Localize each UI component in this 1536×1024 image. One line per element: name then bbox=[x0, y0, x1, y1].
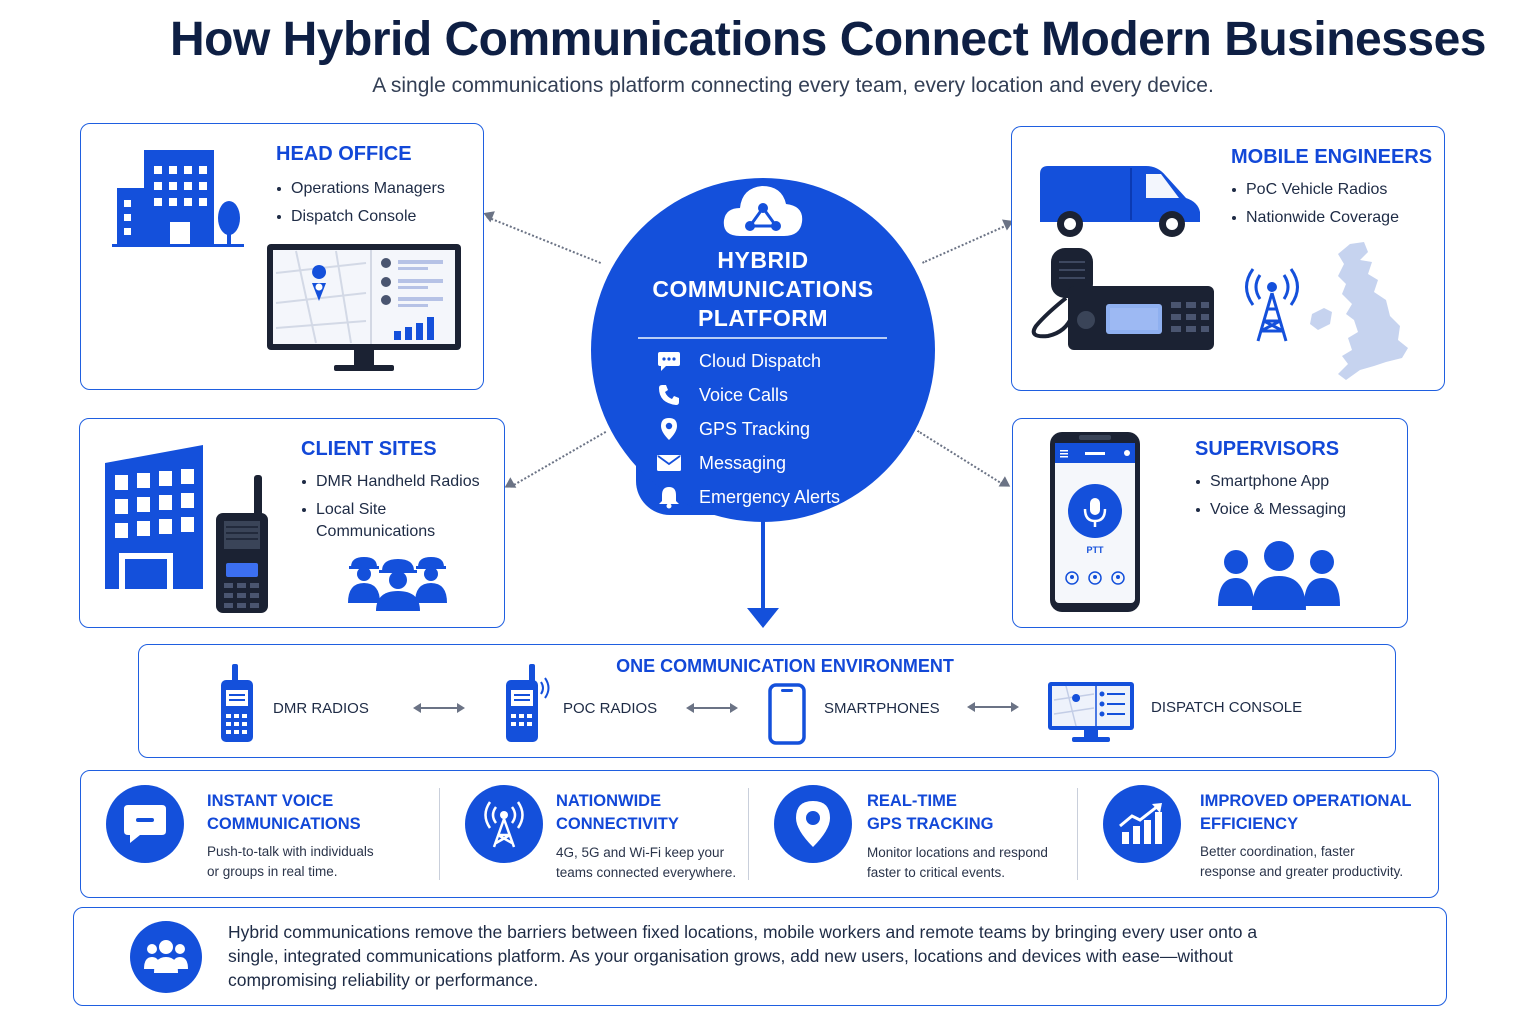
dmr-radio-icon bbox=[221, 664, 253, 742]
hub-divider bbox=[638, 337, 887, 339]
env-device-poc-radios: POC RADIOS bbox=[563, 700, 658, 717]
phone-icon bbox=[656, 382, 682, 408]
signal-tower-icon bbox=[1245, 268, 1299, 342]
team-people-icon bbox=[1218, 541, 1340, 610]
benefit-desc: Push-to-talk with individuals or groups … bbox=[207, 844, 374, 879]
benefit-desc: Better coordination, faster response and… bbox=[1200, 844, 1404, 879]
page-subtitle: A single communications platform connect… bbox=[372, 74, 1214, 97]
office-building-icon bbox=[112, 150, 244, 247]
benefit-divider bbox=[1077, 788, 1078, 880]
footer-description: Hybrid communications remove the barrier… bbox=[228, 922, 1258, 990]
benefit-divider bbox=[748, 788, 749, 880]
list-item: DMR Handheld Radios bbox=[300, 468, 496, 496]
benefit-title: NATIONWIDE CONNECTIVITY bbox=[556, 792, 679, 833]
environment-title: ONE COMMUNICATION ENVIRONMENT bbox=[616, 656, 954, 676]
list-item: PoC Vehicle Radios bbox=[1230, 176, 1399, 204]
speech-bubble-icon bbox=[106, 785, 184, 863]
dispatch-monitor-icon bbox=[267, 244, 461, 371]
connector-mobile-engineers bbox=[922, 221, 1015, 264]
head-office-title: HEAD OFFICE bbox=[276, 143, 412, 165]
list-item: Dispatch Console bbox=[275, 203, 445, 231]
van-icon bbox=[1040, 166, 1200, 237]
supervisors-list: Smartphone App Voice & Messaging bbox=[1194, 468, 1346, 524]
benefit-desc: 4G, 5G and Wi-Fi keep your teams connect… bbox=[556, 845, 737, 880]
benefit-title: INSTANT VOICE COMMUNICATIONS bbox=[207, 792, 361, 833]
bell-icon bbox=[656, 484, 682, 510]
workers-hardhat-icon bbox=[348, 557, 447, 611]
head-office-list: Operations Managers Dispatch Console bbox=[275, 175, 445, 231]
growth-chart-icon bbox=[1103, 785, 1181, 863]
cloud-network-icon bbox=[723, 186, 803, 236]
smartphone-app-icon bbox=[1050, 432, 1140, 612]
handheld-radio-icon bbox=[216, 475, 268, 613]
antenna-tower-icon bbox=[465, 785, 543, 863]
environment-card bbox=[138, 644, 1396, 758]
client-building-icon bbox=[105, 445, 203, 589]
double-arrow-icon bbox=[967, 702, 1019, 712]
envelope-icon bbox=[656, 450, 682, 476]
double-arrow-icon bbox=[686, 703, 738, 713]
benefit-desc: Monitor locations and respond faster to … bbox=[867, 845, 1048, 880]
connector-supervisors bbox=[916, 430, 1003, 485]
list-item: Nationwide Coverage bbox=[1230, 204, 1399, 232]
smartphone-icon bbox=[768, 683, 806, 745]
mobile-engineers-title: MOBILE ENGINEERS bbox=[1231, 146, 1433, 168]
double-arrow-icon bbox=[413, 703, 465, 713]
vehicle-radio-icon bbox=[1031, 248, 1214, 350]
connector-client-sites bbox=[510, 431, 607, 488]
benefit-title: REAL-TIME GPS TRACKING bbox=[867, 792, 994, 833]
poc-radio-icon bbox=[506, 664, 550, 742]
group-icon bbox=[130, 921, 202, 993]
chat-bubble-icon bbox=[656, 348, 682, 374]
hub-feature-messaging: Messaging bbox=[656, 448, 896, 478]
hub-feature-voice-calls: Voice Calls bbox=[656, 380, 896, 410]
location-pin-icon bbox=[656, 416, 682, 442]
list-item: Operations Managers bbox=[275, 175, 445, 203]
page-title: How Hybrid Communications Connect Modern… bbox=[169, 13, 1487, 66]
uk-map-icon bbox=[1310, 242, 1408, 380]
hub-down-arrow-head bbox=[747, 608, 779, 628]
client-sites-title: CLIENT SITES bbox=[301, 438, 437, 460]
env-device-dmr-radios: DMR RADIOS bbox=[273, 700, 369, 717]
hub-down-arrow-line bbox=[761, 520, 765, 612]
env-device-dispatch-console: DISPATCH CONSOLE bbox=[1151, 699, 1303, 716]
client-sites-list: DMR Handheld Radios Local Site Communica… bbox=[300, 468, 496, 543]
benefit-title: IMPROVED OPERATIONAL EFFICIENCY bbox=[1200, 792, 1412, 833]
dispatch-console-icon bbox=[1048, 682, 1134, 742]
ptt-label: PTT bbox=[1086, 545, 1104, 555]
map-pin-icon bbox=[774, 785, 852, 863]
footer-card bbox=[73, 907, 1447, 1006]
benefit-divider bbox=[439, 788, 440, 880]
env-device-smartphones: SMARTPHONES bbox=[824, 700, 940, 717]
hub-feature-emergency-alerts: Emergency Alerts bbox=[656, 482, 896, 512]
list-item: Smartphone App bbox=[1194, 468, 1346, 496]
hub-feature-cloud-dispatch: Cloud Dispatch bbox=[656, 346, 896, 376]
supervisors-title: SUPERVISORS bbox=[1195, 438, 1340, 460]
list-item: Local Site Communications bbox=[300, 496, 496, 543]
benefits-card bbox=[80, 770, 1439, 898]
list-item: Voice & Messaging bbox=[1194, 496, 1346, 524]
mobile-engineers-list: PoC Vehicle Radios Nationwide Coverage bbox=[1230, 176, 1399, 232]
hub-title: HYBRID COMMUNICATIONS PLATFORM bbox=[652, 247, 874, 331]
connector-head-office bbox=[486, 216, 602, 264]
hub-feature-gps-tracking: GPS Tracking bbox=[656, 414, 896, 444]
